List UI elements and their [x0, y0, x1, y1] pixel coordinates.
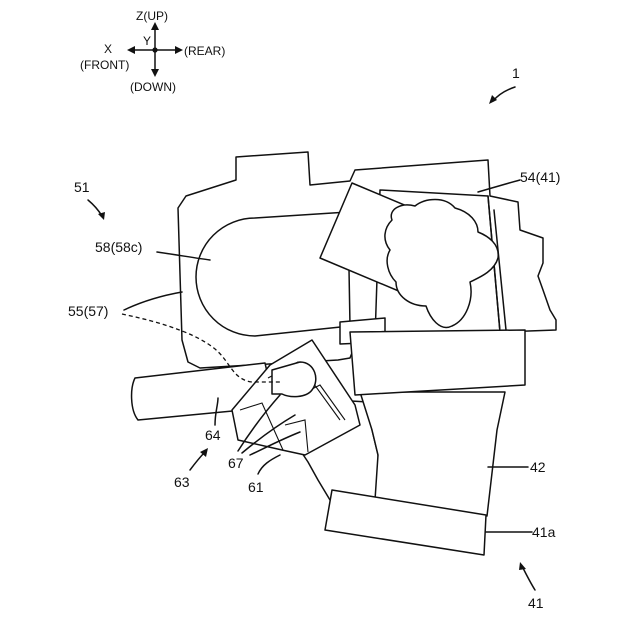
axis-y-label: Y	[143, 34, 151, 48]
arrow-1	[489, 95, 497, 104]
label-1: 1	[512, 65, 520, 81]
z-down-arrowhead	[151, 69, 159, 77]
cutout-58	[196, 212, 350, 336]
arrow-41	[519, 562, 526, 570]
label-42: 42	[530, 459, 546, 475]
axis-z-up-label: Z(UP)	[136, 9, 168, 23]
label-41a: 41a	[532, 524, 556, 540]
leader-61	[258, 455, 280, 474]
mount-plate	[350, 330, 525, 395]
label-51: 51	[74, 179, 90, 195]
arrow-51	[98, 212, 105, 220]
mechanism	[122, 152, 556, 555]
label-54-41: 54(41)	[520, 169, 560, 185]
axis-front-label: (FRONT)	[80, 58, 129, 72]
leader-1	[493, 87, 515, 101]
axis-x-label: X	[104, 42, 112, 56]
label-64: 64	[205, 427, 221, 443]
label-55-57: 55(57)	[68, 303, 108, 319]
leader-63	[190, 452, 205, 470]
z-up-arrowhead	[151, 22, 159, 30]
axis-rear-label: (REAR)	[184, 44, 225, 58]
y-axis-dot	[152, 47, 157, 52]
x-front-arrowhead	[127, 46, 135, 54]
label-41: 41	[528, 595, 544, 611]
x-rear-arrowhead	[175, 46, 183, 54]
label-63: 63	[174, 474, 190, 490]
label-61: 61	[248, 479, 264, 495]
axis-down-label: (DOWN)	[130, 80, 176, 94]
leader-55-a	[124, 292, 182, 310]
axis-indicator: Z(UP) X Y (FRONT) (REAR) (DOWN)	[80, 9, 225, 94]
label-58-58c: 58(58c)	[95, 239, 142, 255]
leader-41	[522, 566, 535, 590]
label-67: 67	[228, 455, 244, 471]
